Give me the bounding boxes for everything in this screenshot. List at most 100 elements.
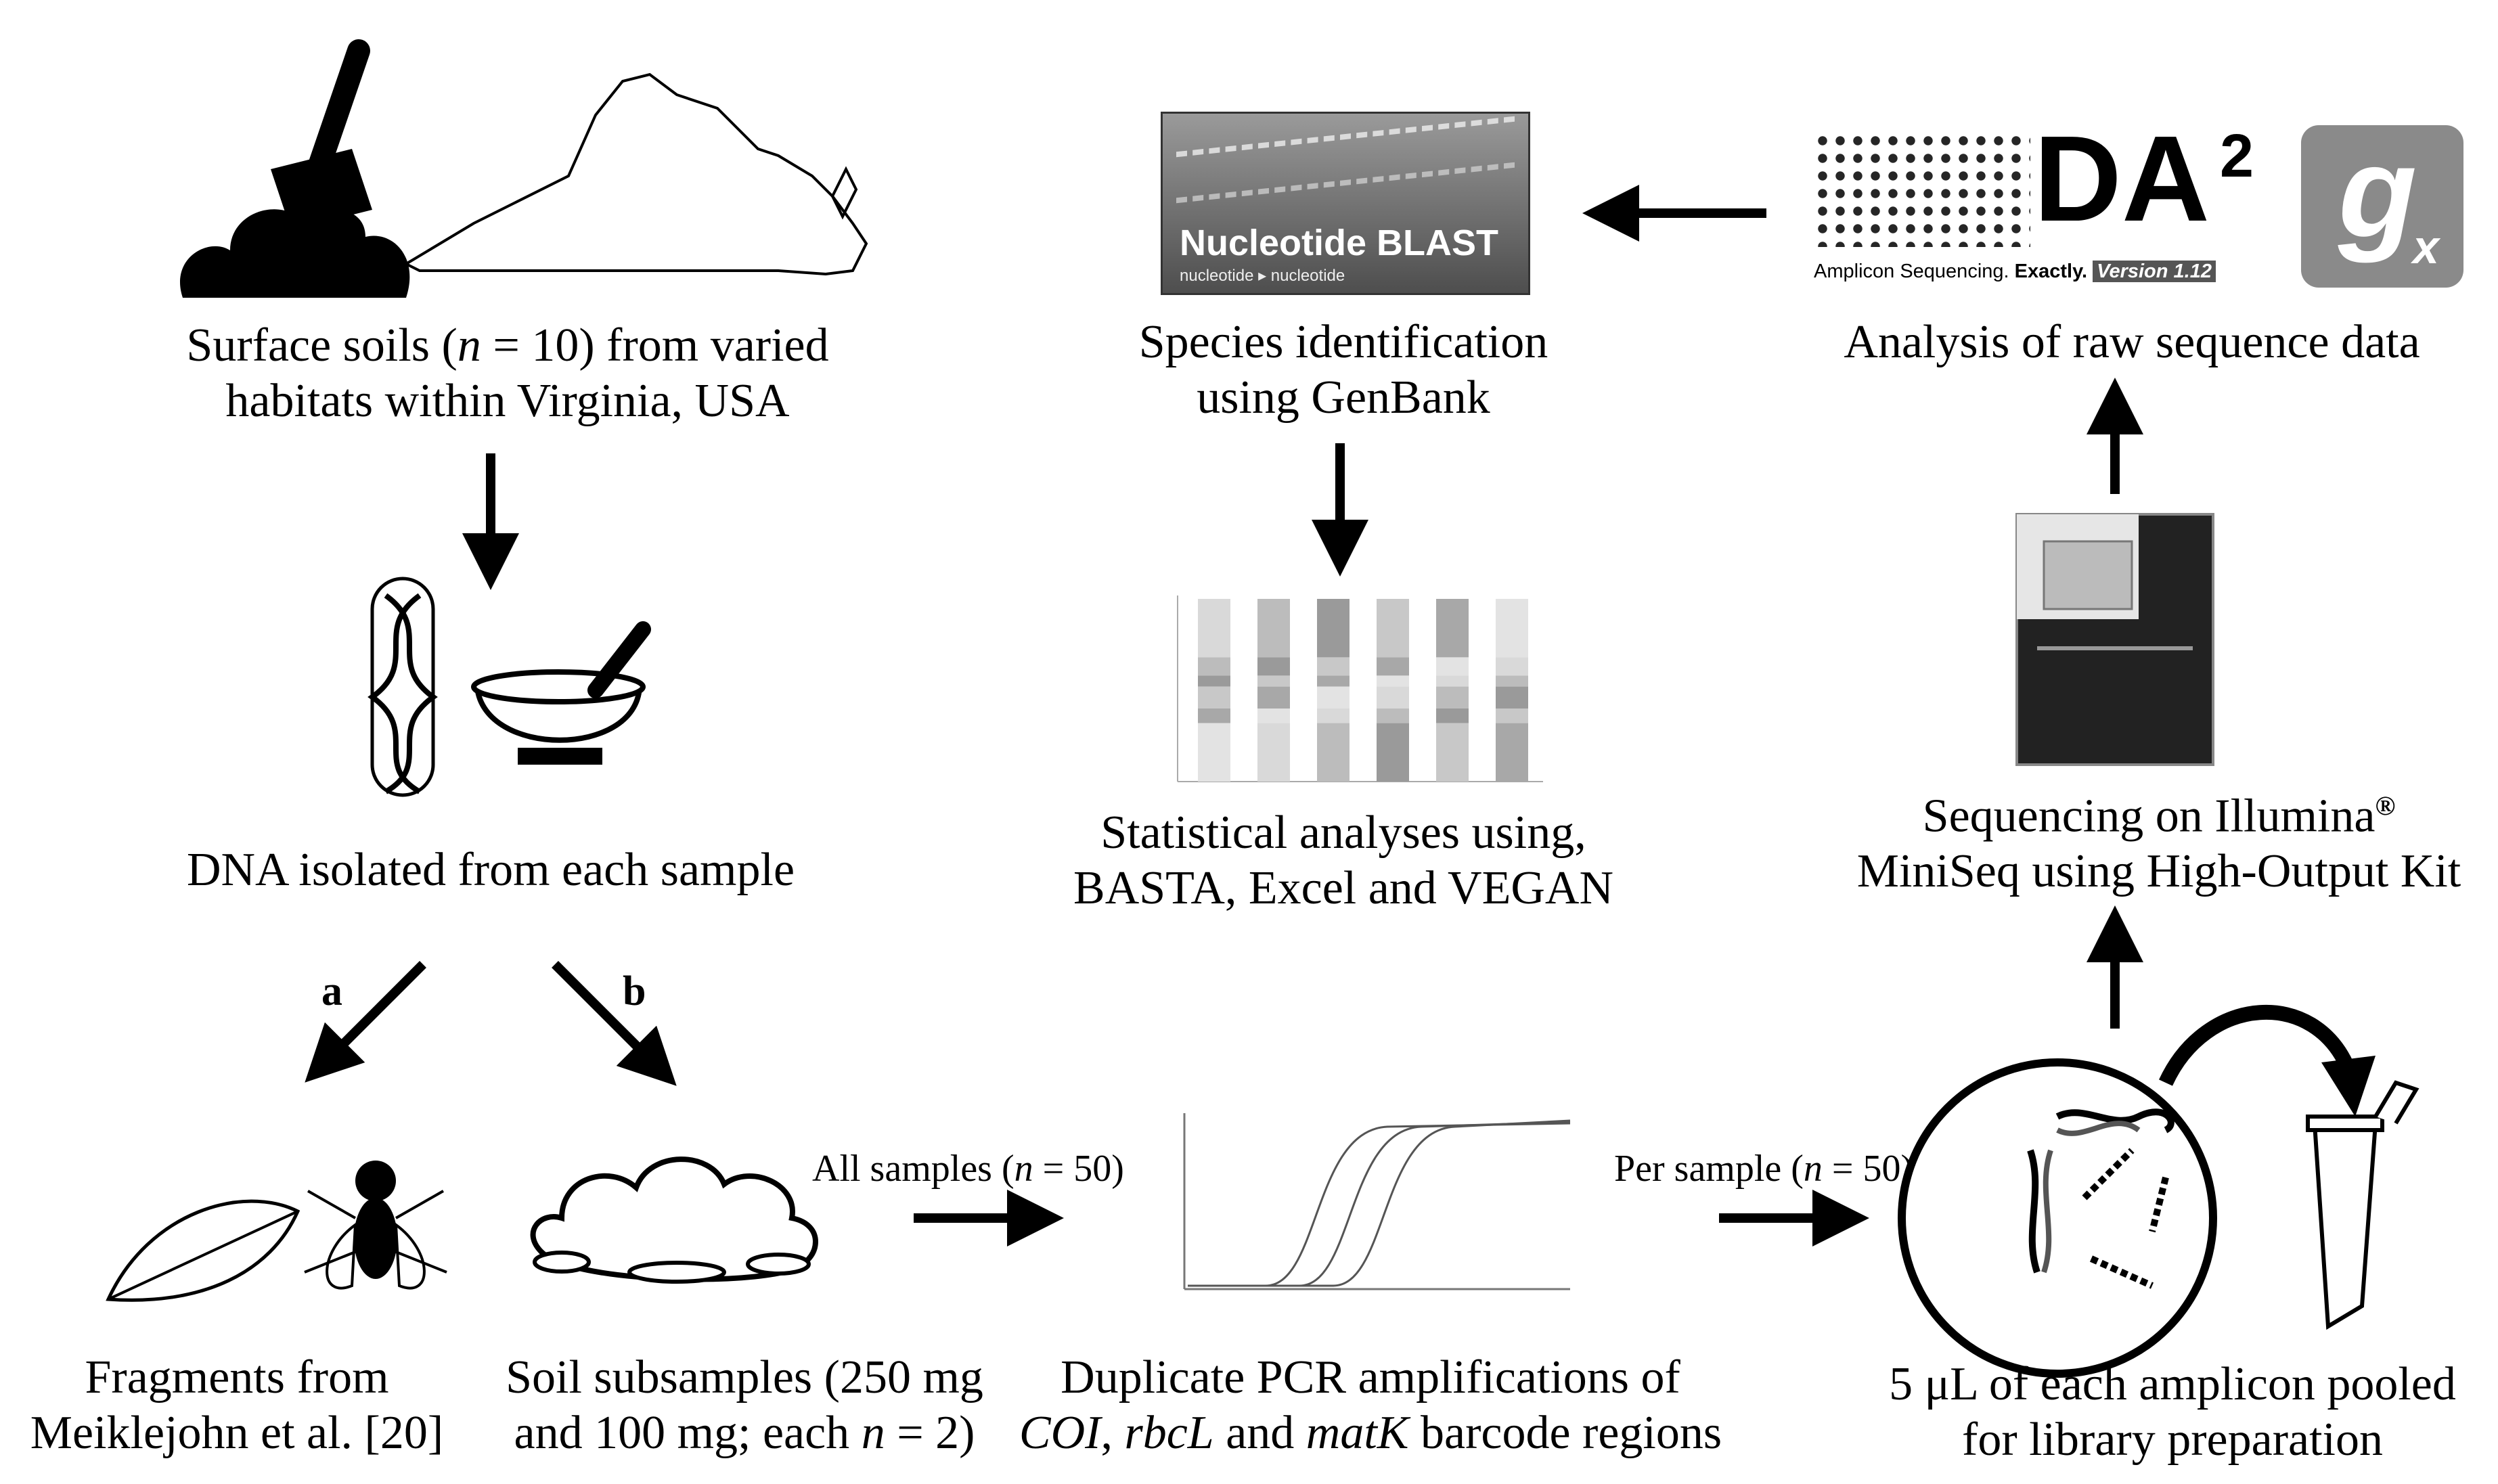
caption-pcr-tail: barcode regions — [1408, 1407, 1722, 1459]
caption-sequencing: Sequencing on Illumina® MiniSeq using Hi… — [1827, 778, 2491, 899]
stacked-bar-segment — [1198, 599, 1230, 658]
stacked-bar-segment — [1496, 686, 1528, 709]
label-all-n: n — [1014, 1148, 1033, 1190]
dada2-logo: DA 2 Amplicon Sequencing. Exactly. Versi… — [1814, 118, 2254, 288]
arrow-branch-a — [305, 961, 426, 1083]
mortar-pestle-icon — [471, 621, 651, 765]
caption-pcr-sep1: , — [1100, 1407, 1125, 1459]
stacked-bar-segment — [1198, 675, 1230, 687]
stacked-bar-segment — [1377, 723, 1409, 782]
miniseq-instrument-icon — [2015, 513, 2214, 766]
stacked-bar-segment — [1198, 657, 1230, 676]
stacked-bar-segment — [1317, 675, 1350, 687]
label-per-n: n — [1803, 1148, 1823, 1190]
caption-fragments-2: Meiklejohn et al. [20] — [30, 1407, 444, 1459]
stacked-bar-segment — [1436, 675, 1469, 687]
stacked-bar-illustration — [1177, 595, 1543, 782]
dada2-superscript: 2 — [2220, 122, 2254, 190]
dada2-dotted-letters — [1814, 132, 2030, 247]
stacked-bar-segment — [1436, 723, 1469, 782]
stacked-bar-segment — [1198, 686, 1230, 709]
shovel-icon — [271, 39, 372, 230]
caption-seq-1: Sequencing on Illumina — [1922, 790, 2376, 842]
caption-pcr-sep2: and — [1213, 1407, 1306, 1459]
caption-pcr-1: Duplicate PCR amplifications of — [1061, 1351, 1680, 1403]
stacked-bar-segment — [1198, 723, 1230, 782]
caption-fragments: Fragments from Meiklejohn et al. [20] — [27, 1350, 447, 1461]
dada2-text: DA — [2034, 111, 2210, 247]
stacked-bar-segment — [1257, 723, 1290, 782]
fly-icon — [304, 1161, 447, 1290]
stacked-bar-segment — [1198, 709, 1230, 723]
stacked-bar-segment — [1377, 709, 1409, 723]
stacked-bar-segment — [1257, 686, 1290, 709]
stacked-bar-segment — [1257, 599, 1290, 658]
gx-subscript: x — [2413, 221, 2439, 273]
caption-fragments-1: Fragments from — [85, 1351, 389, 1403]
caption-pooled: 5 μL of each amplicon pooled for library… — [1868, 1357, 2477, 1468]
amplicon-pool-circle — [1898, 1058, 2217, 1378]
pcr-amplification-plot — [1183, 1113, 1571, 1290]
nucleotide-blast-logo: Nucleotide BLAST nucleotide ▸ nucleotide — [1161, 112, 1530, 295]
leaf-icon — [106, 1199, 300, 1302]
caption-species-2: using GenBank — [1197, 372, 1490, 424]
blast-dna-helix — [1176, 116, 1515, 204]
caption-subsamples-n: n — [861, 1407, 885, 1459]
gx-letter: g — [2338, 120, 2417, 264]
stacked-bar-segment — [1377, 599, 1409, 658]
label-branch-b: b — [623, 968, 646, 1014]
arrow-curved-head — [2321, 1056, 2376, 1117]
microtube-icon — [2306, 1080, 2419, 1330]
stacked-bar-segment — [1496, 675, 1528, 687]
caption-subsamples-3: = 2) — [885, 1407, 975, 1459]
stacked-bar-segment — [1317, 723, 1350, 782]
caption-surface-soils: Surface soils (n = 10) from varied habit… — [135, 318, 880, 429]
stacked-bar-segment — [1496, 723, 1528, 782]
stacked-bar-segment — [1377, 686, 1409, 709]
caption-seq-2: MiniSeq using High-Output Kit — [1856, 845, 2461, 898]
caption-statistics: Statistical analyses using, BASTA, Excel… — [1015, 805, 1672, 916]
caption-raw-analysis: Analysis of raw sequence data — [1793, 315, 2470, 370]
stacked-bar-segment — [1257, 709, 1290, 723]
caption-pooled-2: for library preparation — [1962, 1414, 2383, 1466]
label-all-a: All samples ( — [812, 1148, 1014, 1190]
soil-subsample-icon — [530, 1156, 818, 1284]
caption-raw-text: Analysis of raw sequence data — [1844, 316, 2420, 368]
virginia-map-outline — [403, 72, 868, 276]
stacked-bar-segment — [1436, 709, 1469, 723]
caption-dna-text: DNA isolated from each sample — [186, 844, 795, 896]
gx-logo: g x — [2301, 120, 2463, 288]
caption-soil-subsamples: Soil subsamples (250 mg and 100 mg; each… — [487, 1350, 1002, 1461]
stacked-bar-segment — [1377, 675, 1409, 687]
dada2-tagline-2: Exactly. — [2014, 261, 2088, 282]
caption-stats-1: Statistical analyses using, — [1100, 807, 1586, 859]
stacked-bar-segment — [1317, 709, 1350, 723]
test-tube-dna-icon — [367, 577, 438, 797]
dada2-version: Version 1.12 — [2093, 261, 2216, 282]
caption-stats-2: BASTA, Excel and VEGAN — [1073, 862, 1613, 914]
arrow-curved-to-tube — [2159, 1004, 2356, 1086]
label-all-b: = 50) — [1033, 1148, 1124, 1190]
caption-species-1: Species identification — [1138, 316, 1548, 368]
caption-soils-a: Surface soils ( — [186, 319, 458, 372]
stacked-bar-segment — [1317, 657, 1350, 676]
caption-pcr: Duplicate PCR amplifications of COI, rbc… — [1015, 1350, 1726, 1461]
stacked-bar-segment — [1436, 686, 1469, 709]
stacked-bar-segment — [1257, 657, 1290, 676]
blast-title: Nucleotide BLAST — [1180, 223, 1499, 263]
soil-pile-icon — [180, 209, 410, 298]
stacked-bar-segment — [1257, 675, 1290, 687]
caption-species-id: Species identification using GenBank — [1015, 315, 1672, 426]
label-per-sample: Per sample (n = 50) — [1614, 1147, 1913, 1190]
stacked-bar-segment — [1377, 657, 1409, 676]
caption-pcr-coi: COI — [1019, 1407, 1101, 1459]
stacked-bar-segment — [1496, 657, 1528, 676]
arrow-branch-b — [552, 961, 677, 1086]
stacked-bar-segment — [1496, 709, 1528, 723]
caption-seq-reg: ® — [2375, 790, 2396, 821]
caption-pooled-1: 5 μL of each amplicon pooled — [1889, 1358, 2456, 1410]
caption-subsamples-2: and 100 mg; each — [514, 1407, 862, 1459]
